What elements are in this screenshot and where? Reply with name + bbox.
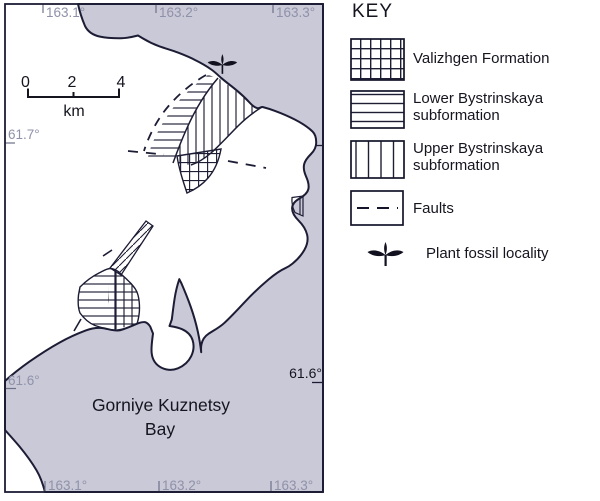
lon-label-top-3: 163.3° bbox=[276, 5, 315, 20]
scale-unit-label: km bbox=[63, 103, 84, 120]
legend-label: Faults bbox=[413, 200, 454, 217]
plant-fossil-icon bbox=[367, 242, 404, 266]
legend-label: Valizhgen Formation bbox=[413, 50, 550, 67]
lon-label-bottom-1: 163.1° bbox=[48, 478, 87, 493]
lat-label-left-lower: 61.6° bbox=[8, 373, 40, 388]
bay-name-line1: Gorniye Kuznetsy bbox=[92, 395, 230, 415]
map-frame bbox=[4, 3, 324, 493]
scale-label-2: 2 bbox=[68, 74, 77, 91]
bay-name-line2: Bay bbox=[145, 419, 175, 439]
lat-label-left-upper: 61.7° bbox=[8, 127, 40, 142]
scale-label-4: 4 bbox=[117, 74, 126, 91]
legend-panel: KEY Valizhgen Formation Lower Bystrinska… bbox=[345, 0, 600, 501]
fault-line-south bbox=[127, 150, 165, 156]
sea-water bbox=[4, 3, 324, 493]
horizontal-lines-swatch bbox=[350, 90, 405, 129]
lower-bystrinskaya-patch bbox=[148, 75, 218, 163]
legend-label-line1: Upper Bystrinskaya bbox=[413, 140, 544, 157]
legend-item-valizhgen: Valizhgen Formation bbox=[345, 38, 600, 82]
fault-dash-west bbox=[102, 249, 113, 257]
lat-label-right: 61.6° bbox=[289, 365, 322, 381]
legend-item-faults: Faults bbox=[345, 190, 600, 228]
fault-tick-southwest bbox=[73, 318, 82, 332]
legend-title: KEY bbox=[352, 1, 394, 22]
legend-item-lower-bystrinskaya: Lower Bystrinskaya subformation bbox=[345, 90, 600, 130]
east-coast-patch bbox=[291, 195, 304, 217]
legend-item-plant-fossil: Plant fossil locality bbox=[345, 240, 600, 270]
vertical-lines-swatch bbox=[350, 140, 405, 179]
legend-label: Plant fossil locality bbox=[426, 245, 549, 262]
scale-bar: 0 2 4 km bbox=[21, 74, 126, 120]
lon-label-top-2: 163.2° bbox=[159, 5, 198, 20]
legend-label: Lower Bystrinskaya subformation bbox=[413, 90, 544, 124]
northern-formation-complex bbox=[127, 74, 267, 194]
legend-label-line1: Lower Bystrinskaya bbox=[413, 90, 544, 107]
legend-label-line2: subformation bbox=[413, 106, 500, 124]
fault-line-southeast bbox=[227, 160, 267, 169]
upper-bystrinskaya-patch bbox=[173, 78, 262, 165]
lon-label-bottom-3: 163.3° bbox=[274, 478, 313, 493]
southern-formation-complex bbox=[73, 220, 154, 332]
plant-fossil-symbol-map bbox=[207, 54, 238, 74]
valizhgen-grid-swatch bbox=[350, 38, 405, 81]
graticule-ticks-dark bbox=[312, 144, 323, 384]
lon-label-bottom-2: 163.2° bbox=[162, 478, 201, 493]
legend-label-line2: subformation bbox=[413, 156, 500, 174]
lon-label-top-1: 163.1° bbox=[46, 5, 85, 20]
valizhgen-patch bbox=[176, 148, 222, 194]
legend-label: Upper Bystrinskaya subformation bbox=[413, 140, 544, 174]
southern-patch-grid-overlay bbox=[108, 268, 140, 330]
scale-label-0: 0 bbox=[21, 74, 30, 91]
fault-line-northwest bbox=[143, 74, 207, 152]
dashed-line-swatch bbox=[350, 190, 404, 226]
graticule-ticks bbox=[5, 4, 274, 492]
formation-boundary-mid bbox=[172, 77, 219, 164]
legend-item-upper-bystrinskaya: Upper Bystrinskaya subformation bbox=[345, 140, 600, 180]
